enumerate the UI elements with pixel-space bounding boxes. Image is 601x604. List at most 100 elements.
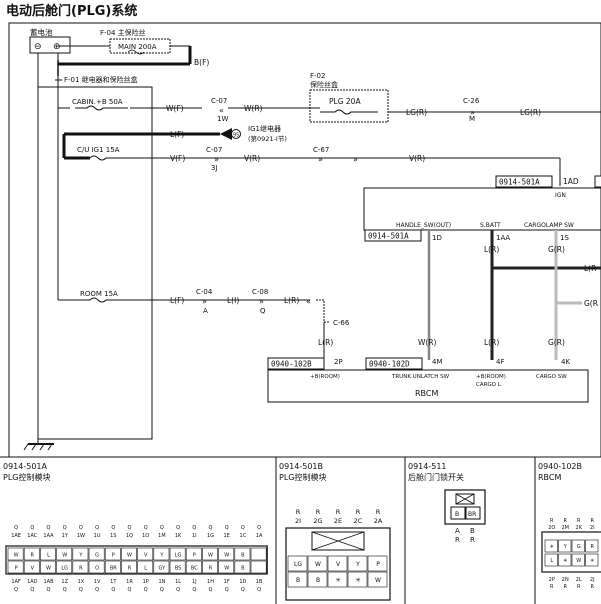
panel1-pin-q: Q [30,587,34,593]
pin-1s-label: 1S [560,234,569,242]
panel4-row1-color: Y [563,544,568,550]
panel1-cell [121,560,137,574]
panel1-cell [202,547,218,561]
panel1-pin-q: Q [95,525,99,531]
panel2-pin-top: 2E [334,517,342,525]
panel1-cell [137,547,154,561]
cargolamp-label: CARGOLAMP SW [524,222,574,229]
panel1-row2-color: L [144,566,147,572]
panel4-row2-color: L [550,558,553,564]
panel1-pin-top: 1AA [43,533,54,539]
panel3-letter-a: R [455,536,460,544]
panel1-pin-q: Q [47,587,51,593]
panel1-pin-top: 1Y [62,533,69,539]
panel4-cell [558,539,572,553]
panel1-cell [234,547,251,561]
panel1-pin-bottom: 1N [158,579,165,585]
panel1-pin-top: 1K [175,533,182,539]
panel3-cell-br: BR [468,511,476,518]
panel1-pin-top: 1S [110,533,116,539]
c07-mid-label: C-07 [206,146,222,154]
battery-symbol [29,36,71,54]
panel1-cell [56,560,73,574]
pin-2p-label: 2P [334,358,343,366]
cabin-fuse-label: CABIN.+B 50A [72,98,123,106]
panel4-pin-r: R [591,584,595,590]
panel3-letter-b: R [470,536,475,544]
panel4-cell [571,553,585,567]
panel1-row1-color: W [127,553,132,559]
panel1-row1-color: P [193,553,196,559]
panel1-row1-color: B [241,553,245,559]
rbcm-block [267,369,589,403]
panel1-row1-color: R [31,553,35,559]
panel1-pin-top: 1I [192,533,197,539]
panel1-pin-q: Q [63,525,67,531]
panel2-pin-top: 2C [354,517,363,525]
c67-connector-icon: » [318,155,323,164]
panel1-pin-q: Q [176,525,180,531]
lgr1-label: LG(R) [406,108,427,117]
panel1-pin-q: Q [209,525,213,531]
panel1-cell [169,560,186,574]
panel1-pin-top: 1M [158,533,166,539]
panel1-pin-q: Q [192,587,196,593]
lf1-label: L(F) [170,130,184,139]
panel2-pin-r: R [336,508,341,516]
panel4-pin-r: R [577,518,581,524]
panel2-cell [327,571,348,588]
battery-minus: ⊖ [34,42,42,52]
panel1-pin-q: Q [111,587,115,593]
rbcm-cargo-sw-label: CARGO SW [536,374,567,380]
cu-fuse-label: C/U IG1 15A [77,146,120,154]
panel4-row1-color: G [577,544,581,550]
a-label: A [203,307,208,315]
m-label: M [469,115,475,123]
panel2-name: PLG控制模块 [279,472,326,482]
c66-label: C-66 [333,319,350,327]
plg-connector-bottom [364,229,422,242]
panel1-pin-top: 1AC [27,533,38,539]
panel2-row2-color: B [316,577,320,584]
c07-top-label: C-07 [211,97,227,105]
panel2-cell [307,571,328,588]
rbcm-name: RBCM [415,389,438,398]
panel1-cell [185,560,202,574]
rbcm-connector-d-label: 0940-102D [369,360,410,369]
panel2-cell [287,571,308,588]
panel1-pin-q: Q [95,587,99,593]
wf-label: W(F) [166,104,184,113]
page-title: 电动后舱门(PLG)系统 [6,3,137,19]
panel1-row2-color: W [46,566,51,572]
c26-label: C-26 [463,97,480,105]
panel1-pin-q: Q [111,525,115,531]
f01-relay-fuse-box [37,86,153,440]
panel1-pin-bottom: 1R [126,579,133,585]
panel1-pin-bottom: 1X [78,579,85,585]
panel1-cell [153,547,170,561]
f02-label: F-02 [310,72,325,80]
panel4-cell [585,539,599,553]
plg-connector-top [495,175,553,188]
lr4-label: L(R) [318,338,333,347]
lr-right-label: L(R [584,264,596,273]
panel1-pin-q: Q [30,525,34,531]
battery-plus: ⊕ [53,42,61,52]
panel1-row1-color: V [144,553,148,559]
panel4-pin-top: 2M [562,525,570,531]
panel4-pin-r: R [564,584,568,590]
panel3-cell-b: B [455,511,459,518]
panel2-cell [347,571,368,588]
panel1-row2-color: BS [175,566,182,572]
panel1-pin-q: Q [144,587,148,593]
panel2-row2-color: W [375,577,381,584]
panel1-pin-bottom: 1L [175,579,181,585]
panel1-row2-color: R [209,566,213,572]
panel1-pin-top: 1AE [11,533,21,539]
panel4-cell [544,539,558,553]
panel4-cell [544,553,558,567]
c04-connector-icon: » [202,297,207,306]
panel1-pin-q: Q [209,587,213,593]
